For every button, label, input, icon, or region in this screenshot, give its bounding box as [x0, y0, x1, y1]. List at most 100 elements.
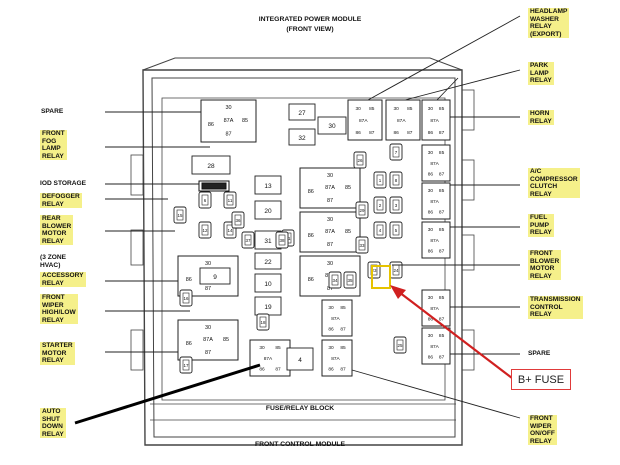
mini-fuse-number: 5: [395, 228, 398, 233]
pin-label: 30: [328, 305, 334, 311]
pin-label: 87A: [224, 118, 234, 124]
label-rear-blower-motor-relay: REAR BLOWER MOTOR RELAY: [40, 215, 74, 246]
numbered-slots: [191, 103, 347, 371]
pin-label: 87: [205, 350, 211, 356]
label-park-lamp-relay: PARK LAMP RELAY: [528, 62, 554, 85]
pin-label: 87: [439, 210, 445, 216]
mini-fuse-element: [201, 194, 209, 206]
pin-label: 86: [356, 130, 362, 136]
label-front-blower-motor-relay: FRONT BLOWER MOTOR RELAY: [528, 250, 562, 281]
leader-lines: [105, 15, 521, 419]
relay-wiper-hilo: [321, 299, 353, 337]
pin-label: 30: [428, 295, 434, 301]
mini-fuse-number: 11: [228, 198, 233, 203]
pin-label: 30: [328, 345, 334, 351]
slot-number: 27: [298, 110, 306, 117]
pin-label: 87A: [430, 118, 439, 124]
mini-fuse-element: [182, 359, 190, 371]
label-defogger-relay: DEFOGGER RELAY: [40, 193, 82, 209]
label-auto-shut-down-relay: AUTO SHUT DOWN RELAY: [40, 408, 66, 439]
relay-rear-blower: [299, 211, 361, 253]
mini-fuse-number: 38: [279, 238, 285, 243]
pin-label: 87A: [331, 356, 340, 362]
label-front-fog-lamp-relay: FRONT FOG LAMP RELAY: [40, 130, 67, 161]
mini-fuse-number: 6: [204, 198, 207, 203]
mini-fuse-number: 24: [393, 268, 399, 273]
relay-horn: [421, 99, 451, 141]
pin-label: 87A: [397, 118, 406, 124]
pin-label: 30: [394, 106, 400, 112]
mini-fuse-element: [182, 292, 190, 304]
slot-number: 10: [264, 281, 272, 288]
pin-label: 85: [345, 185, 351, 191]
pin-label: 86: [428, 249, 434, 255]
large-relays: [177, 99, 451, 377]
pin-label: 85: [275, 345, 281, 351]
asd-pointer: [74, 363, 261, 425]
mini-fuse-element: [358, 239, 366, 251]
relay-wiper-onoff: [321, 339, 353, 377]
pin-label: 87A: [430, 161, 439, 167]
mini-fuse-number: 14: [227, 228, 233, 233]
pin-label: 86: [428, 172, 434, 178]
mini-fuse-element: [234, 214, 242, 226]
relay-headlamp-washer: [347, 99, 383, 141]
label-three-zone-hvac: (3 ZONE HVAC): [40, 254, 67, 269]
pin-label: 86: [186, 277, 192, 283]
pin-label: 86: [428, 355, 434, 361]
pin-label: 86: [186, 341, 192, 347]
pin-label: 85: [439, 106, 445, 112]
pin-label: 86: [428, 130, 434, 136]
mini-fuse-element: [392, 146, 400, 158]
pin-label: 87: [439, 172, 445, 178]
pin-label: 87A: [430, 199, 439, 205]
mini-fuse-element: [376, 199, 384, 211]
pin-label: 86: [428, 210, 434, 216]
mini-fuse-element: [278, 234, 286, 246]
pin-label: 85: [223, 337, 229, 343]
pin-label: 30: [428, 188, 434, 194]
b-plus-arrow: [390, 285, 513, 379]
pin-label: 87: [439, 130, 445, 136]
mini-fuse-element: [201, 224, 209, 236]
mini-fuse-element: [396, 339, 404, 351]
pin-label: 30: [259, 345, 265, 351]
label-spare-right: SPARE: [528, 350, 551, 357]
pin-label: 85: [439, 295, 445, 301]
pin-label: 87: [327, 242, 333, 248]
mini-fuse-element: [259, 316, 267, 328]
pin-label: 85: [242, 118, 248, 124]
pin-label: 87A: [325, 185, 335, 191]
mini-fuse-number: 4: [379, 228, 382, 233]
pin-label: 30: [327, 261, 333, 267]
relay-park-lamp: [385, 99, 421, 141]
mini-fuse-number: 25: [397, 343, 403, 348]
mini-fuse-element: [392, 199, 400, 211]
pin-label: 85: [345, 229, 351, 235]
slot-number: 30: [328, 123, 336, 130]
pin-label: 30: [428, 150, 434, 156]
pin-label: 85: [439, 150, 445, 156]
pin-label: 86: [308, 189, 314, 195]
pin-label: 30: [428, 227, 434, 233]
pin-label: 87A: [325, 229, 335, 235]
pin-label: 86: [428, 317, 434, 323]
label-ac-compressor-clutch-relay: A/C COMPRESSOR CLUTCH RELAY: [528, 168, 580, 199]
pin-label: 85: [439, 188, 445, 194]
pin-label: 87A: [203, 337, 213, 343]
pin-label: 85: [340, 305, 346, 311]
pin-label: 87A: [430, 306, 439, 312]
mini-fuse-number: 8: [395, 178, 398, 183]
pin-label: 86: [394, 130, 400, 136]
mini-fuse-number: 2: [379, 203, 382, 208]
pin-label: 87A: [430, 238, 439, 244]
mini-fuse-number: 17: [183, 363, 189, 368]
pin-label: 86: [328, 327, 334, 333]
slot-number: 19: [264, 304, 272, 311]
pin-label: 87A: [430, 344, 439, 350]
pin-label: 30: [428, 333, 434, 339]
pin-label: 87: [369, 130, 375, 136]
mini-fuses: 7812345611121415161718212324252629333435…: [173, 143, 407, 374]
mini-fuse-element: [392, 224, 400, 236]
